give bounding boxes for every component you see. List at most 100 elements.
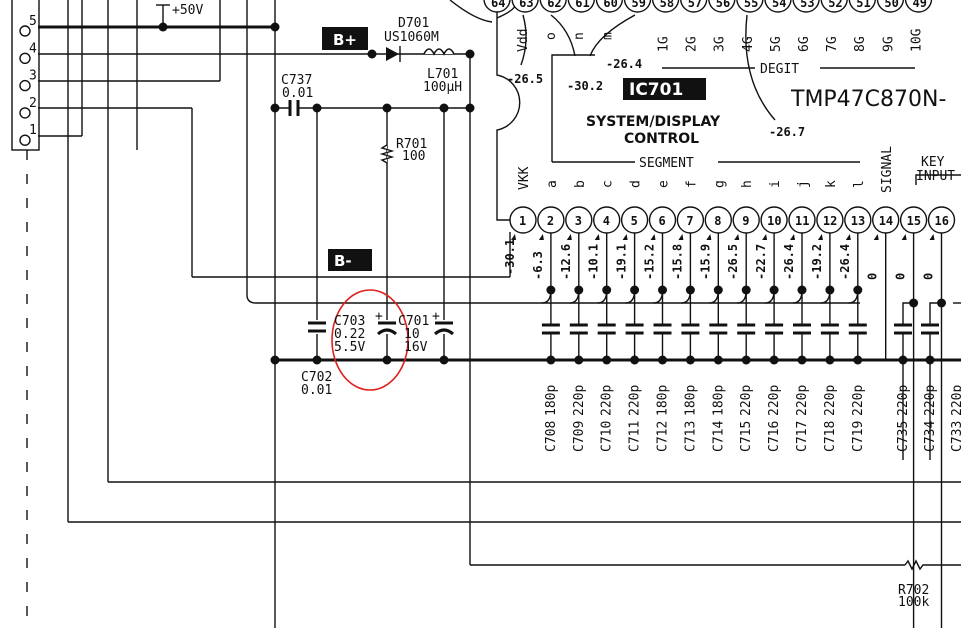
junction-dot <box>270 22 280 32</box>
capacitor-ref: C733 <box>950 421 961 452</box>
ic-top-pin <box>680 0 708 13</box>
ic-bottom-pin-name: e <box>657 180 672 188</box>
r702-ref: R702 <box>898 583 929 598</box>
ic-top-pin-name: m <box>600 32 615 40</box>
ic-top-pin <box>736 0 764 13</box>
ic-top-pin-number: 50 <box>884 0 898 10</box>
ic-top-pin-name: 9G <box>881 36 896 52</box>
svg-text:+: + <box>375 309 383 324</box>
ic-bottom-pin <box>816 206 844 234</box>
ic-top-pin-name: 3G <box>713 36 728 52</box>
connector-body <box>11 0 40 151</box>
diode-d701-symbol <box>386 47 399 61</box>
pin-voltage: -22.7 <box>754 244 768 280</box>
c703-volt: 5.5V <box>334 340 365 355</box>
junction-dot <box>853 355 863 365</box>
arrow-icon <box>790 234 795 240</box>
connector-pin-number: 4 <box>29 41 37 56</box>
arrow-icon <box>734 234 740 240</box>
arrow-icon <box>762 234 768 240</box>
connector-pin-number: 3 <box>29 69 37 84</box>
ic-function-line1: SYSTEM/DISPLAY <box>586 114 721 130</box>
arrow-icon <box>817 234 823 240</box>
top-voltage: -30.2 <box>567 79 603 93</box>
ic-bottom-pin-name: l <box>852 180 867 188</box>
junction-dot <box>685 355 695 365</box>
ic-bottom-pin <box>648 206 677 234</box>
connector-pin <box>19 25 31 37</box>
ic-bottom-pin-number: 10 <box>767 214 781 228</box>
junction-dot <box>825 355 835 365</box>
pin-voltage: -26.4 <box>838 244 852 280</box>
ic-top-pin-number: 56 <box>716 0 730 10</box>
arrow-icon <box>706 234 712 240</box>
junction-dot <box>925 355 935 365</box>
ic-bottom-pin-number: 14 <box>879 214 893 228</box>
junction-dot <box>382 103 392 113</box>
c702-val: 0.01 <box>301 383 332 398</box>
junction-dot <box>439 103 449 113</box>
ic-top-pin-name: n <box>572 32 587 40</box>
ic-top-pin <box>876 0 905 13</box>
ic-bottom-pin-number: 4 <box>603 214 610 228</box>
ic-bottom-pin-number: 16 <box>935 214 949 228</box>
ic-body <box>496 0 521 221</box>
capacitor-ref: C714 <box>711 421 726 452</box>
connector-pin <box>19 79 31 92</box>
ic-bottom-pin-name: d <box>629 180 644 188</box>
ic-bottom-pin-name: a <box>545 180 560 188</box>
ic-bottom-pin-name: k <box>824 180 839 188</box>
connector-pin-number: 5 <box>29 14 37 29</box>
ic-bottom-pin <box>620 206 649 234</box>
label-b-plus: B+ <box>333 31 357 49</box>
c702-ref: C702 <box>301 370 332 385</box>
junction-dot <box>658 355 667 365</box>
ic-top-pin <box>708 0 736 13</box>
ic-bottom-pin <box>704 206 732 234</box>
connector-pin-number: 1 <box>29 123 37 138</box>
ic-bottom-pin-name: h <box>740 180 755 188</box>
ic-bottom-pin <box>537 206 565 234</box>
d701-part: US1060M <box>384 30 439 45</box>
ic-top-pin-name: 6G <box>797 36 812 52</box>
ic-top-pin <box>483 0 511 13</box>
junction-dot <box>312 355 322 365</box>
c701-ref: C701 <box>398 314 429 329</box>
ic-top-pin-name: 5G <box>769 36 784 52</box>
ic-top-pin <box>511 0 539 13</box>
ic-top-pin-name: 7G <box>825 36 840 52</box>
junction-dot <box>602 355 612 365</box>
junction-dot <box>382 355 392 365</box>
capacitor-value: 220p <box>767 385 782 416</box>
junction-dot <box>937 298 946 308</box>
label-b-minus: B- <box>334 252 352 270</box>
ic-bottom-pin-number: 1 <box>519 214 526 228</box>
resistor-r701 <box>379 144 395 164</box>
ic-top-pin <box>848 0 876 13</box>
capacitor-value: 180p <box>544 385 559 416</box>
ic-bottom-pin-name: c <box>601 180 616 188</box>
ic-bottom-pin-number: 9 <box>742 214 749 228</box>
ic-top-pin-number: 57 <box>688 0 702 10</box>
ic-top-pin <box>792 0 820 13</box>
ic-bottom-pin-number: 3 <box>575 214 582 228</box>
ic-bottom-pin <box>899 206 928 234</box>
ic-top-pin-number: 55 <box>744 0 758 10</box>
resistor-r702 <box>904 559 961 571</box>
c701-volt: 16V <box>404 340 428 355</box>
junction-dot <box>574 355 584 365</box>
ic-top-pin-number: 54 <box>772 0 786 10</box>
capacitor-value: 180p <box>711 385 726 416</box>
capacitor-ref: C719 <box>851 421 866 452</box>
junction-dot <box>158 22 168 32</box>
ic-function-line2: CONTROL <box>624 131 699 147</box>
ic-top-pin-number: 60 <box>603 0 617 10</box>
ic-bottom-pin-name: i <box>768 180 783 188</box>
capacitor-value: 180p <box>683 385 698 416</box>
capacitor-ref: C712 <box>656 421 671 452</box>
c737-val: 0.01 <box>282 86 313 101</box>
top-voltage: -26.5 <box>507 72 543 86</box>
arrow-icon <box>901 234 907 240</box>
